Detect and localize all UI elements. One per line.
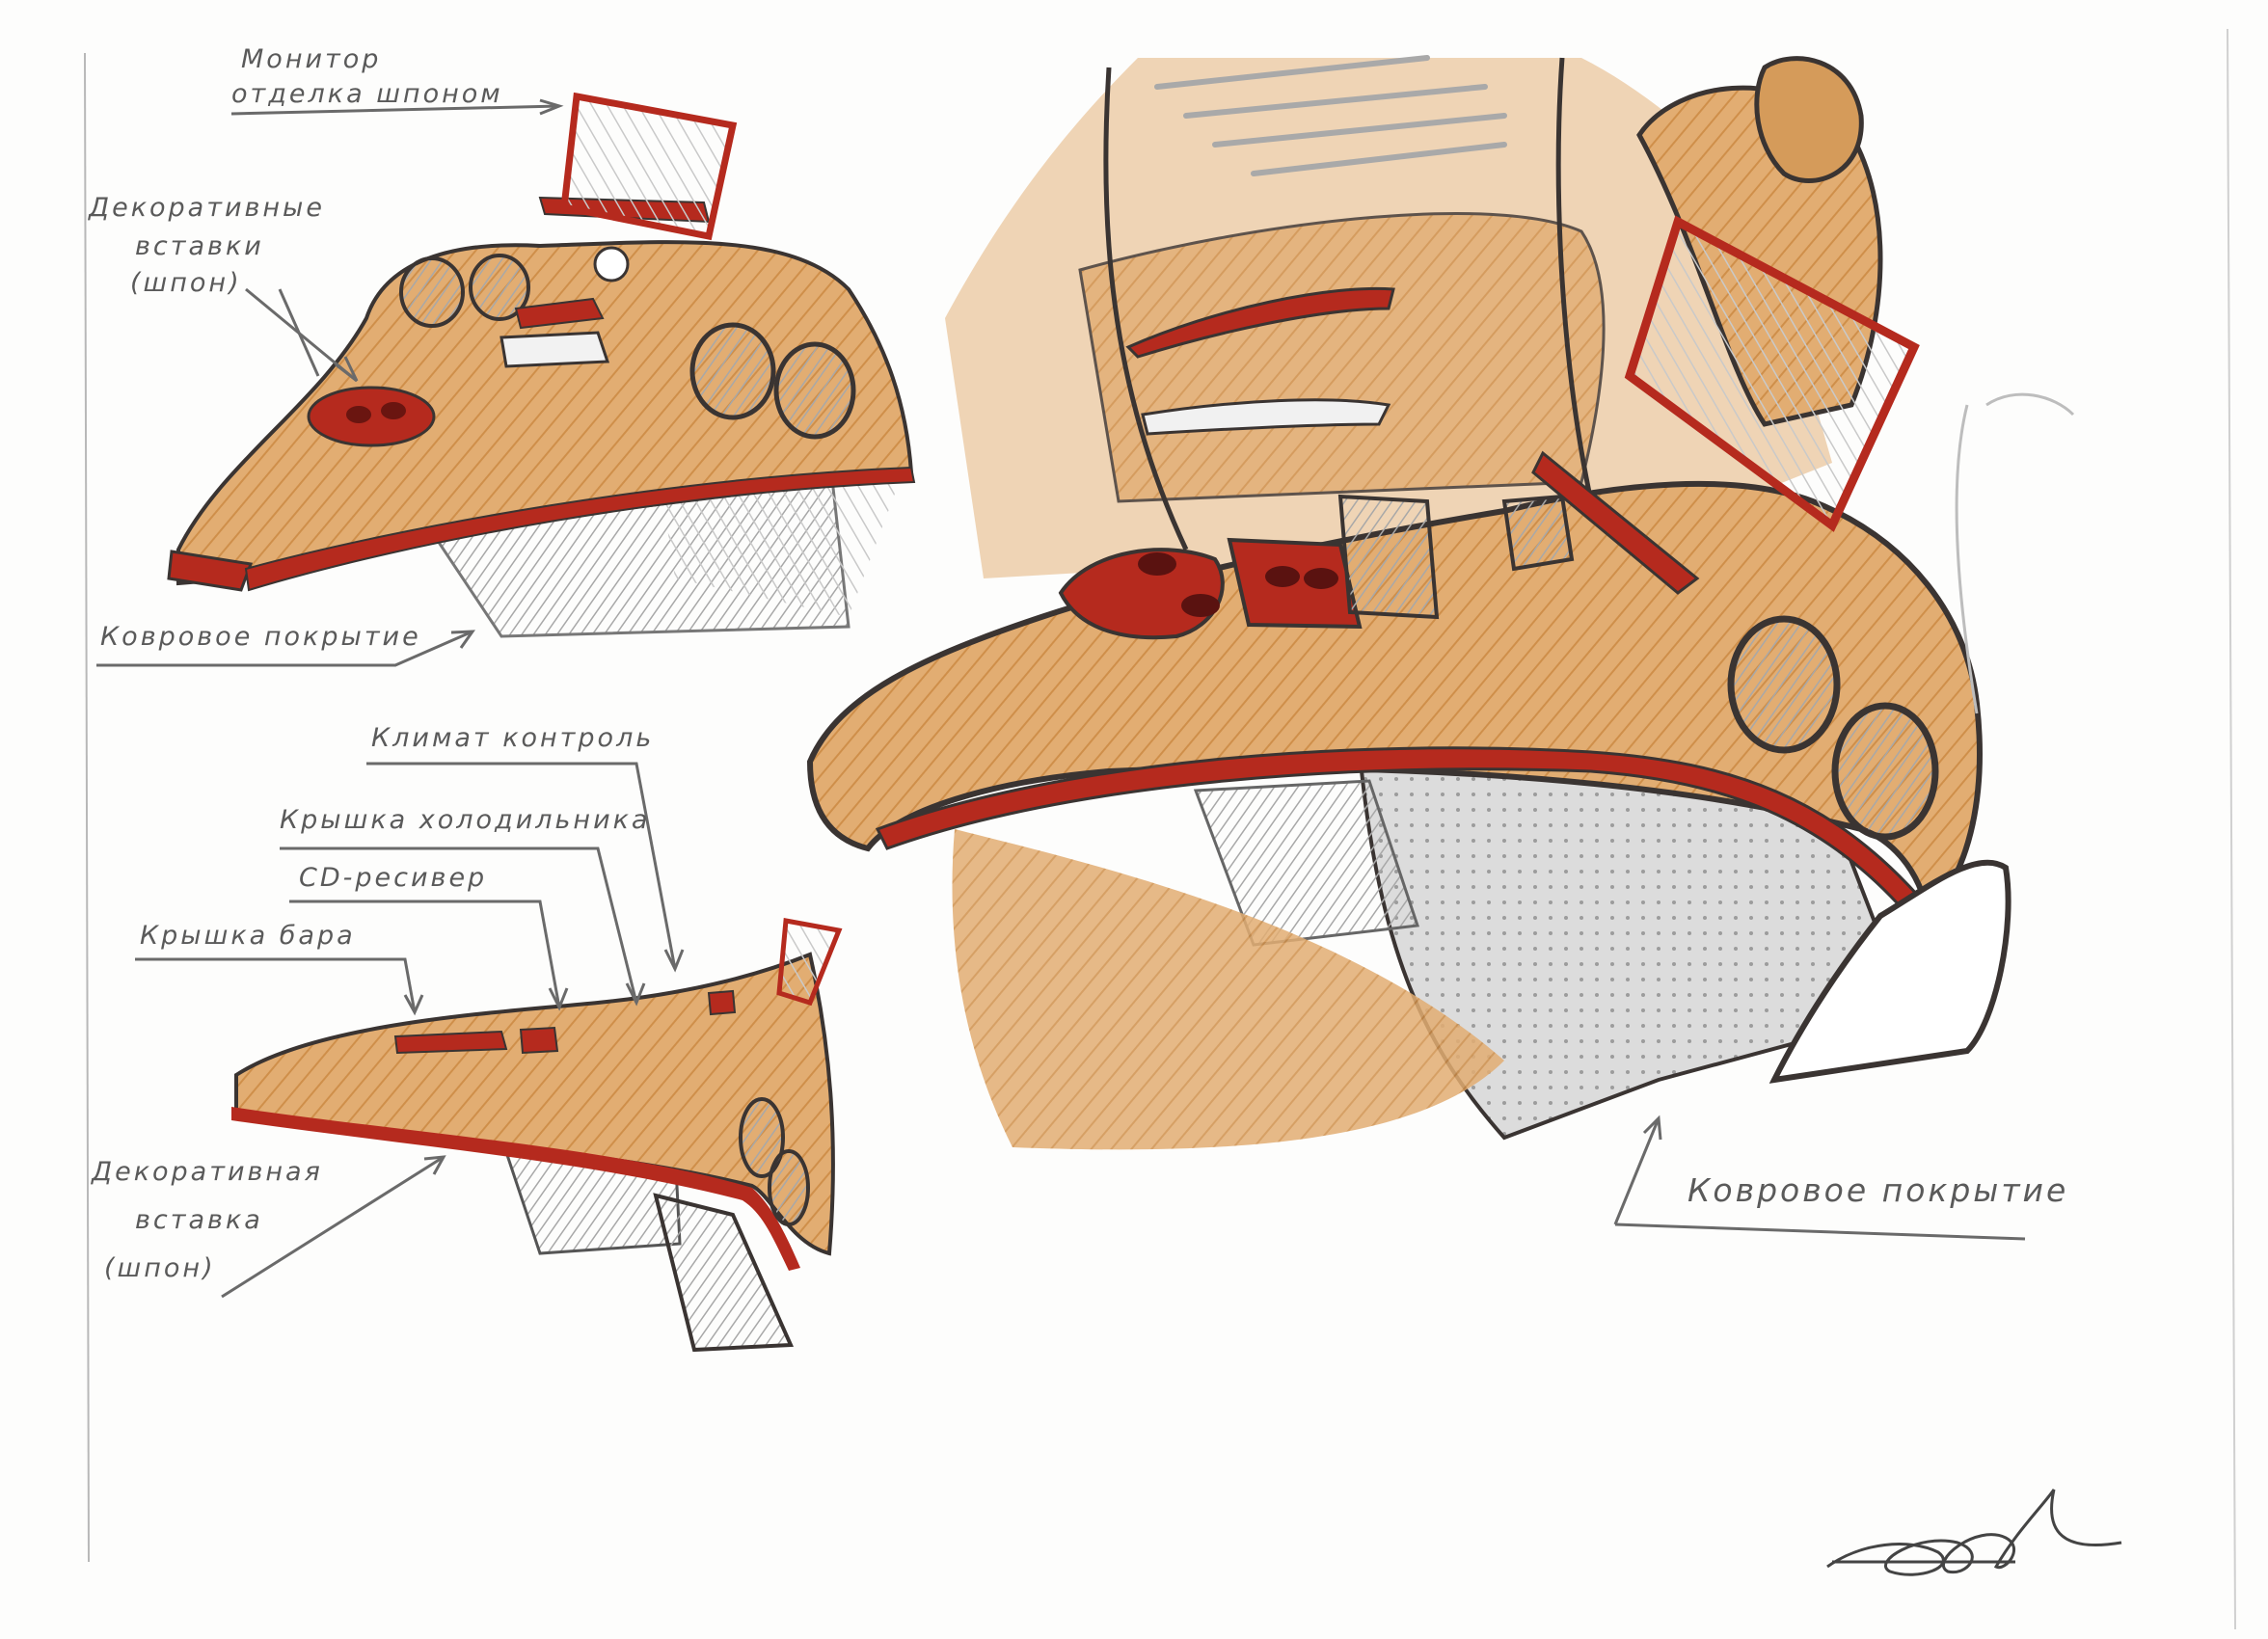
label-carpet-top: Ковровое покрытие bbox=[100, 622, 421, 652]
sheet-margin-right bbox=[2227, 28, 2236, 1630]
label-bar-lid: Крышка бара bbox=[140, 921, 356, 951]
label-deco-insert-3: (шпон) bbox=[104, 1253, 216, 1283]
label-deco-insert-2: вставка bbox=[135, 1205, 263, 1235]
label-climate-control: Климат контроль bbox=[371, 723, 655, 753]
top-left-console-sketch bbox=[167, 92, 916, 638]
signature-scribble bbox=[1826, 1489, 2122, 1576]
label-monitor-veneer: отделка шпоном bbox=[231, 79, 503, 109]
label-deco-inserts-3: (шпон) bbox=[130, 268, 242, 298]
leader-lines bbox=[96, 98, 2026, 1299]
sheet-margin-left bbox=[84, 52, 90, 1563]
label-deco-insert-1: Декоративная bbox=[92, 1157, 323, 1187]
bottom-left-console-sketch bbox=[231, 918, 843, 1353]
label-monitor: Монитор bbox=[241, 44, 382, 74]
right-console-sketch bbox=[806, 55, 2075, 1150]
label-carpet-right: Ковровое покрытие bbox=[1688, 1171, 2069, 1209]
label-cd-receiver: CD-ресивер bbox=[299, 863, 488, 893]
label-fridge-lid: Крышка холодильника bbox=[280, 805, 651, 835]
label-deco-inserts-2: вставки bbox=[135, 231, 264, 261]
label-deco-inserts-1: Декоративные bbox=[89, 193, 325, 223]
